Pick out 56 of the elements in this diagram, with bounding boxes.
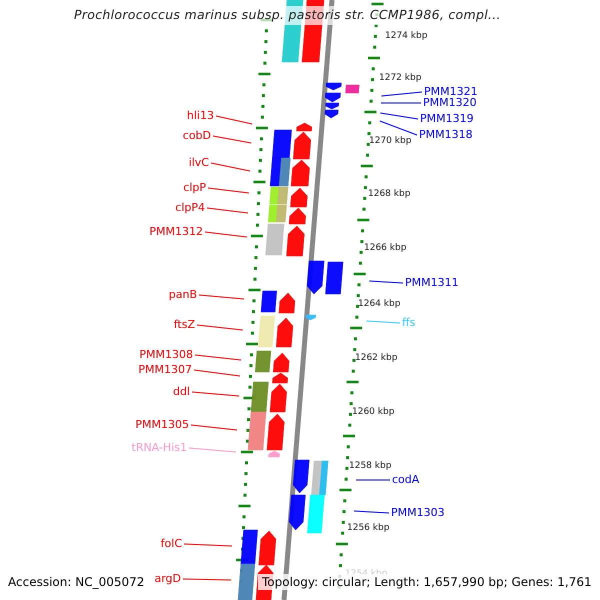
leader-line bbox=[198, 294, 245, 300]
leader-line bbox=[354, 510, 390, 514]
leader-line bbox=[212, 136, 252, 144]
leader-line bbox=[196, 324, 244, 330]
gene-label: cobD bbox=[182, 128, 211, 144]
gene-label: tRNA-His1 bbox=[132, 440, 187, 456]
gene-label: ftsZ bbox=[174, 317, 195, 333]
gene-label: PMM1319 bbox=[420, 111, 474, 127]
gene-label: PMM1305 bbox=[135, 417, 189, 433]
scale-label: 1260 kbp bbox=[352, 407, 394, 418]
leader-line bbox=[194, 370, 240, 376]
scale-label: 1258 kbp bbox=[349, 461, 392, 472]
leader-line bbox=[206, 208, 248, 214]
leader-line bbox=[216, 116, 253, 124]
gene-label: PMM1320 bbox=[423, 95, 477, 111]
leader-line bbox=[368, 280, 404, 284]
leader-line bbox=[380, 112, 418, 120]
leader-line bbox=[182, 578, 232, 580]
leader-line bbox=[194, 354, 242, 360]
gene-label: PMM1311 bbox=[405, 275, 459, 291]
leader-line bbox=[380, 92, 422, 96]
gene-label: argD bbox=[154, 571, 181, 587]
gene-label: panB bbox=[168, 287, 197, 303]
gene-label: folC bbox=[160, 536, 182, 552]
gene-label: PMM1307 bbox=[138, 362, 192, 378]
gene-label: codA bbox=[392, 472, 420, 488]
scale-label: 1274 kbp bbox=[385, 31, 428, 42]
gene-label: clpP bbox=[183, 180, 206, 196]
scale-label: 1268 kbp bbox=[368, 189, 410, 200]
leader-line bbox=[210, 162, 250, 172]
scale-label: 1262 kbp bbox=[355, 353, 398, 364]
leader-line bbox=[188, 448, 236, 452]
map-title: Prochlorococcus marinus subsp. pastoris str. CCMP1986, compl... bbox=[74, 6, 501, 25]
scale-label: 1270 kbp bbox=[369, 136, 412, 147]
gene-label: PMM1312 bbox=[149, 224, 203, 240]
scale-label: 1256 kbp bbox=[347, 523, 390, 534]
leader-line bbox=[379, 120, 418, 136]
leader-line bbox=[184, 544, 232, 546]
gene-label: PMM1308 bbox=[139, 347, 193, 363]
leader-line bbox=[366, 320, 400, 324]
leader-line bbox=[208, 188, 250, 194]
leader-line bbox=[380, 102, 422, 104]
gene-label: hli13 bbox=[186, 108, 214, 124]
leader-line bbox=[204, 232, 248, 238]
gene-label: PMM1303 bbox=[391, 505, 445, 521]
gene-label: PMM1318 bbox=[419, 127, 473, 143]
leader-line bbox=[190, 424, 238, 430]
gene-label: ffs bbox=[402, 315, 416, 331]
gene-label: ilvC bbox=[188, 155, 209, 171]
scale-label: 1264 kbp bbox=[358, 299, 400, 310]
gene-label: ddl bbox=[172, 384, 190, 400]
accession-text: Accession: NC_005072 bbox=[8, 574, 144, 590]
gene-label: clpP4 bbox=[175, 200, 205, 216]
leader-line bbox=[192, 392, 240, 396]
scale-label: 1266 kbp bbox=[364, 243, 406, 254]
scale-label: 1272 kbp bbox=[379, 73, 422, 84]
